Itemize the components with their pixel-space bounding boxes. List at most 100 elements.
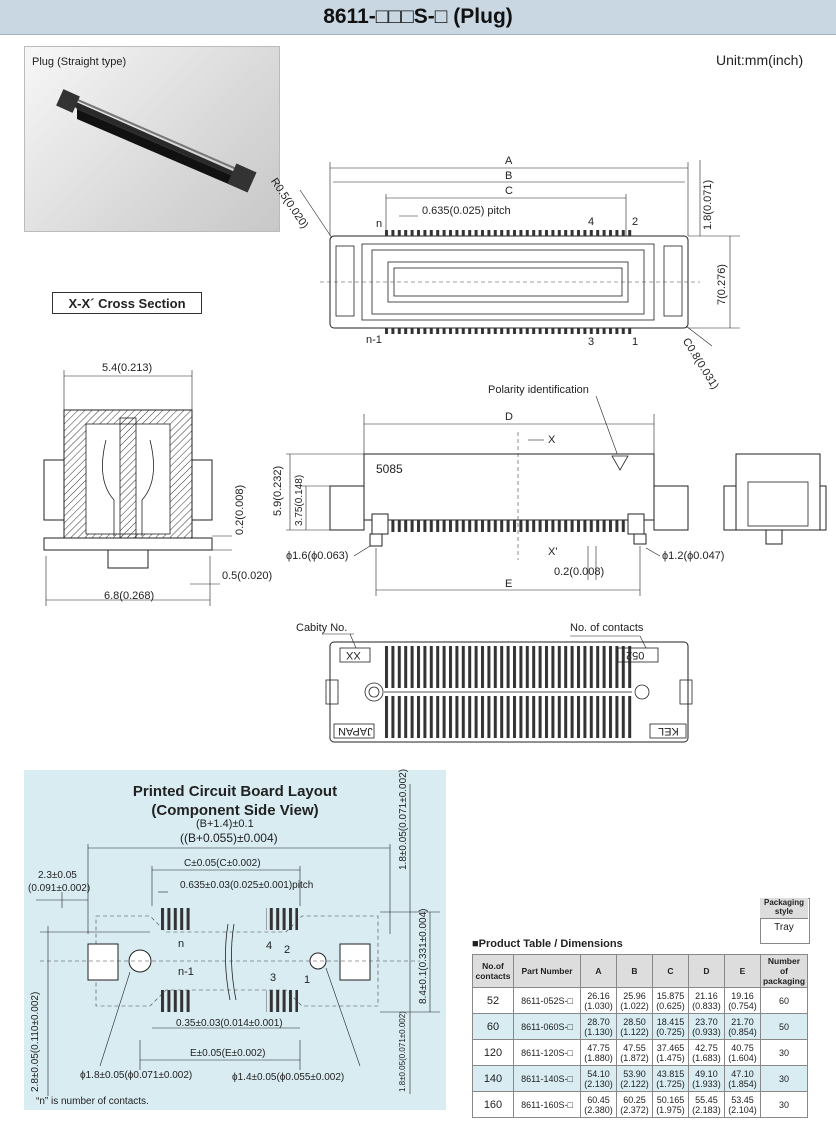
top-pin-2: 2: [632, 216, 639, 228]
title-bar: 8611-□□□S-□ (Plug): [0, 0, 836, 35]
cell-e: 53.45(2.104): [723, 1091, 761, 1118]
cell-packaging: 30: [759, 1091, 809, 1118]
th-e: E: [723, 954, 761, 988]
pcb-phi14: ϕ1.4±0.05(ϕ0.055±0.002): [232, 1072, 345, 1083]
pcb-d18b: 1.8±0.05(0.071±0.002): [398, 1011, 407, 1092]
cell-contacts: 160: [472, 1091, 514, 1118]
pcb-pin-n: n: [178, 938, 185, 950]
cell-b: 60.25(2.372): [615, 1091, 653, 1118]
cell-part-number: 8611-160S-□: [513, 1091, 581, 1118]
cs-width-54: 5.4(0.213): [102, 362, 153, 374]
cell-b: 47.55(1.872): [615, 1039, 653, 1066]
th-packaging: Number of packaging: [759, 954, 809, 988]
pcb-b14: (B+1.4)±0.1: [196, 818, 254, 830]
pcb-d28: 2.8±0.05(0.110±0.002): [30, 991, 41, 1092]
cell-d: 21.16(0.833): [687, 987, 725, 1014]
table-header-row: No.of contacts Part Number A B C D E Num…: [472, 954, 809, 988]
cell-e: 19.16(0.754): [723, 987, 761, 1014]
connector-photo-illustration: [56, 89, 257, 193]
top-pin-n1: n-1: [366, 334, 382, 346]
side-phi16: ϕ1.6(ϕ0.063): [286, 550, 349, 562]
cell-packaging: 30: [759, 1039, 809, 1066]
cell-packaging: 60: [759, 987, 809, 1014]
cell-d: 55.45(2.183): [687, 1091, 725, 1118]
pcb-title: Printed Circuit Board Layout (Component …: [24, 782, 446, 820]
cell-contacts: 140: [472, 1065, 514, 1092]
pcb-pin-4: 4: [266, 940, 273, 952]
table-row: 120 8611-120S-□ 47.75(1.880) 47.55(1.872…: [472, 1039, 809, 1066]
polarity-label: Polarity identification: [488, 384, 589, 396]
cs-d05: 0.5(0.020): [222, 570, 273, 582]
dim-d-label: D: [505, 411, 513, 423]
top-pin-3: 3: [588, 336, 595, 348]
packaging-header: Packaging style: [760, 898, 808, 919]
cell-d: 42.75(1.683): [687, 1039, 725, 1066]
top-view-drawing: [299, 160, 740, 347]
side-phi12: ϕ1.2(ϕ0.047): [662, 550, 725, 562]
cell-contacts: 120: [472, 1039, 514, 1066]
cell-a: 54.10(2.130): [580, 1065, 617, 1092]
pcb-pitch: 0.635±0.03(0.025±0.001)pitch: [180, 880, 314, 891]
pcb-phi18: ϕ1.8±0.05(ϕ0.071±0.002): [80, 1070, 193, 1081]
cell-part-number: 8611-140S-□: [513, 1065, 581, 1092]
cross-section-drawing: [43, 370, 232, 606]
cell-packaging: 30: [759, 1065, 809, 1092]
cell-e: 47.10(1.854): [723, 1065, 761, 1092]
pcb-d18: 1.8±0.05(0.071±0.002): [398, 768, 409, 870]
dim-b-label: B: [505, 170, 513, 182]
table-row: 160 8611-160S-□ 60.45(2.380) 60.25(2.372…: [472, 1091, 809, 1118]
th-b: B: [615, 954, 653, 988]
top-pin-4: 4: [588, 216, 595, 228]
section-x-label: X: [548, 434, 556, 446]
top-pin-row: [384, 230, 632, 334]
cross-section-label: X-X´ Cross Section: [52, 292, 202, 314]
photo-caption: Plug (Straight type): [32, 56, 127, 68]
th-d: D: [687, 954, 725, 988]
product-table: No.of contacts Part Number A B C D E Num…: [472, 954, 809, 1118]
table-title: ■Product Table / Dimensions: [472, 938, 623, 950]
model-marking: 5085: [376, 462, 403, 476]
th-part-number: Part Number: [513, 954, 581, 988]
pcb-layout-panel: [24, 770, 446, 1110]
cell-c: 50.165(1.975): [651, 1091, 689, 1118]
cell-a: 60.45(2.380): [580, 1091, 617, 1118]
table-row: 60 8611-060S-□ 28.70(1.130) 28.50(1.122)…: [472, 1013, 809, 1040]
side-d02: 0.2(0.008): [554, 566, 605, 578]
pcb-d23: 2.3±0.05: [38, 870, 77, 881]
cell-e: 21.70(0.854): [723, 1013, 761, 1040]
table-row: 52 8611-052S-□ 26.16(1.030) 25.96(1.022)…: [472, 987, 809, 1014]
cell-d: 49.10(1.933): [687, 1065, 725, 1092]
pcb-pin-2: 2: [284, 944, 291, 956]
cell-c: 43.815(1.725): [651, 1065, 689, 1092]
th-contacts: No.of contacts: [472, 954, 514, 988]
pcb-note: “n” is number of contacts.: [36, 1096, 149, 1107]
pitch-label: 0.635(0.025) pitch: [422, 205, 511, 217]
cell-contacts: 60: [472, 1013, 514, 1040]
cell-e: 40.75(1.604): [723, 1039, 761, 1066]
pcb-pin-3: 3: [270, 972, 277, 984]
cell-part-number: 8611-060S-□: [513, 1013, 581, 1040]
cavity-label: Cabity No.: [296, 622, 348, 634]
pcb-pin-n1: n-1: [178, 966, 194, 978]
pcb-b14-inch: ((B+0.055)±0.004): [180, 831, 278, 845]
pcb-d035: 0.35±0.03(0.014±0.001): [176, 1018, 283, 1029]
cell-c: 15.875(0.625): [651, 987, 689, 1014]
table-row: 140 8611-140S-□ 54.10(2.130) 53.90(2.122…: [472, 1065, 809, 1092]
pcb-title-line2: (Component Side View): [151, 802, 319, 819]
dim-a-label: A: [505, 155, 513, 167]
pcb-c005: C±0.05(C±0.002): [184, 858, 261, 869]
top-pin-1: 1: [632, 336, 639, 348]
dim-e-label: E: [505, 578, 513, 590]
cell-contacts: 52: [472, 987, 514, 1014]
side-view-drawing: [286, 395, 827, 596]
bottom-view-drawing: [322, 633, 693, 743]
unit-label: Unit:mm(inch): [716, 52, 804, 68]
top-pin-n: n: [376, 218, 383, 230]
section-x-prime-label: X': [548, 546, 558, 558]
th-a: A: [580, 954, 617, 988]
pcb-title-line1: Printed Circuit Board Layout: [132, 783, 338, 800]
cell-packaging: 50: [759, 1013, 809, 1040]
cell-a: 28.70(1.130): [580, 1013, 617, 1040]
pcb-pin-1: 1: [304, 974, 311, 986]
cell-c: 18.415(0.725): [651, 1013, 689, 1040]
